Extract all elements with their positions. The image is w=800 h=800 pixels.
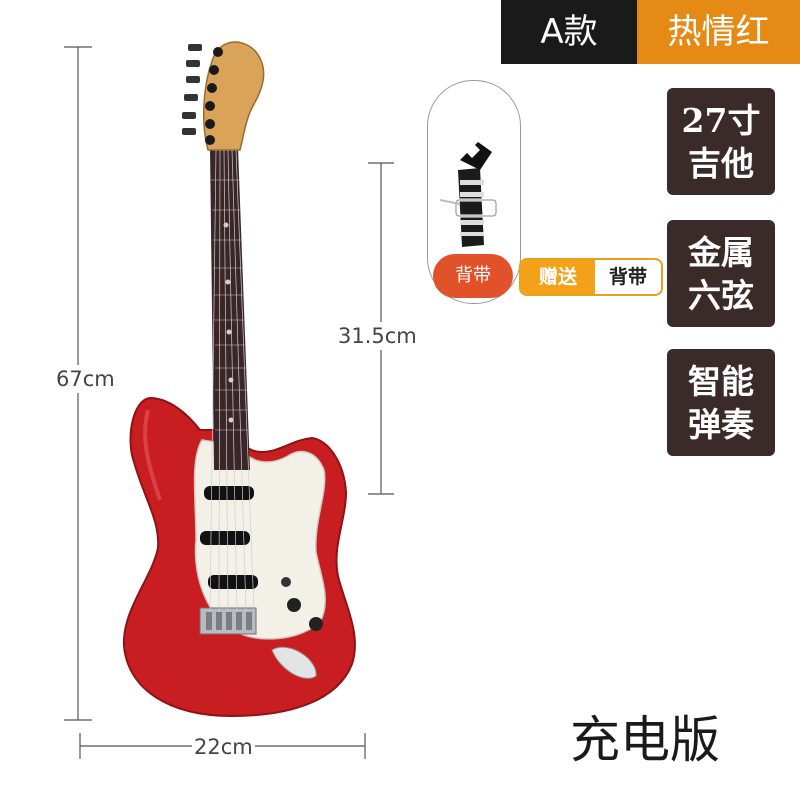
gift-tag: 赠送 背带 [519,258,663,296]
strap-label: 背带 [433,254,513,298]
dimension-total-length: 67cm [54,365,117,393]
feature-tile-size: 27寸 吉他 [667,88,775,195]
gift-item: 背带 [608,266,647,288]
feature-tile-smart-play: 智能 弹奏 [667,349,775,456]
feature-tile-line: 弹奏 [688,404,754,444]
model-badge: A款 [501,0,637,64]
gift-label: 赠送 [521,260,595,294]
guitar-headstock [203,41,265,151]
feature-tile-strings: 金属 六弦 [667,220,775,327]
dimension-body-width: 22cm [192,733,255,761]
feature-tile-line: 27寸 [681,100,761,140]
dimension-neck-length: 31.5cm [336,322,419,350]
color-badge: 热情红 [637,0,800,64]
feature-tile-line: 智能 [688,361,754,401]
feature-tile-line: 六弦 [688,275,754,315]
feature-tile-line: 吉他 [688,143,754,183]
edition-label: 充电版 [570,711,720,769]
strap-image [440,142,498,247]
feature-tile-line: 金属 [688,232,754,272]
